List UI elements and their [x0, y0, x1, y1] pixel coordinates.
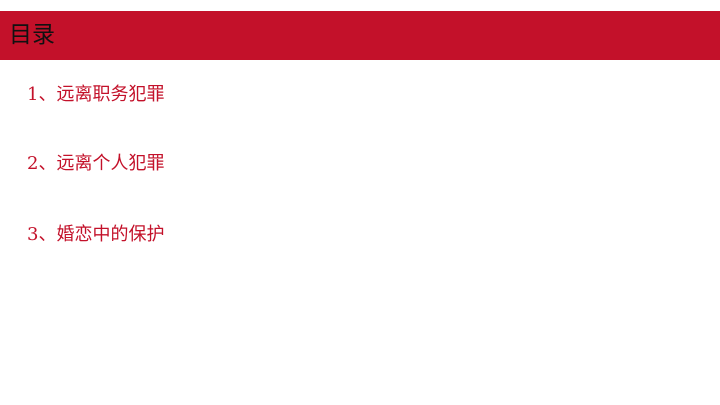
title-bar: 目录 [0, 11, 720, 60]
toc-item-1: 1、远离职务犯罪 [27, 84, 165, 105]
toc-item-2: 2、远离个人犯罪 [27, 153, 165, 174]
toc-item-3: 3、婚恋中的保护 [27, 224, 165, 245]
page-title: 目录 [9, 22, 55, 48]
